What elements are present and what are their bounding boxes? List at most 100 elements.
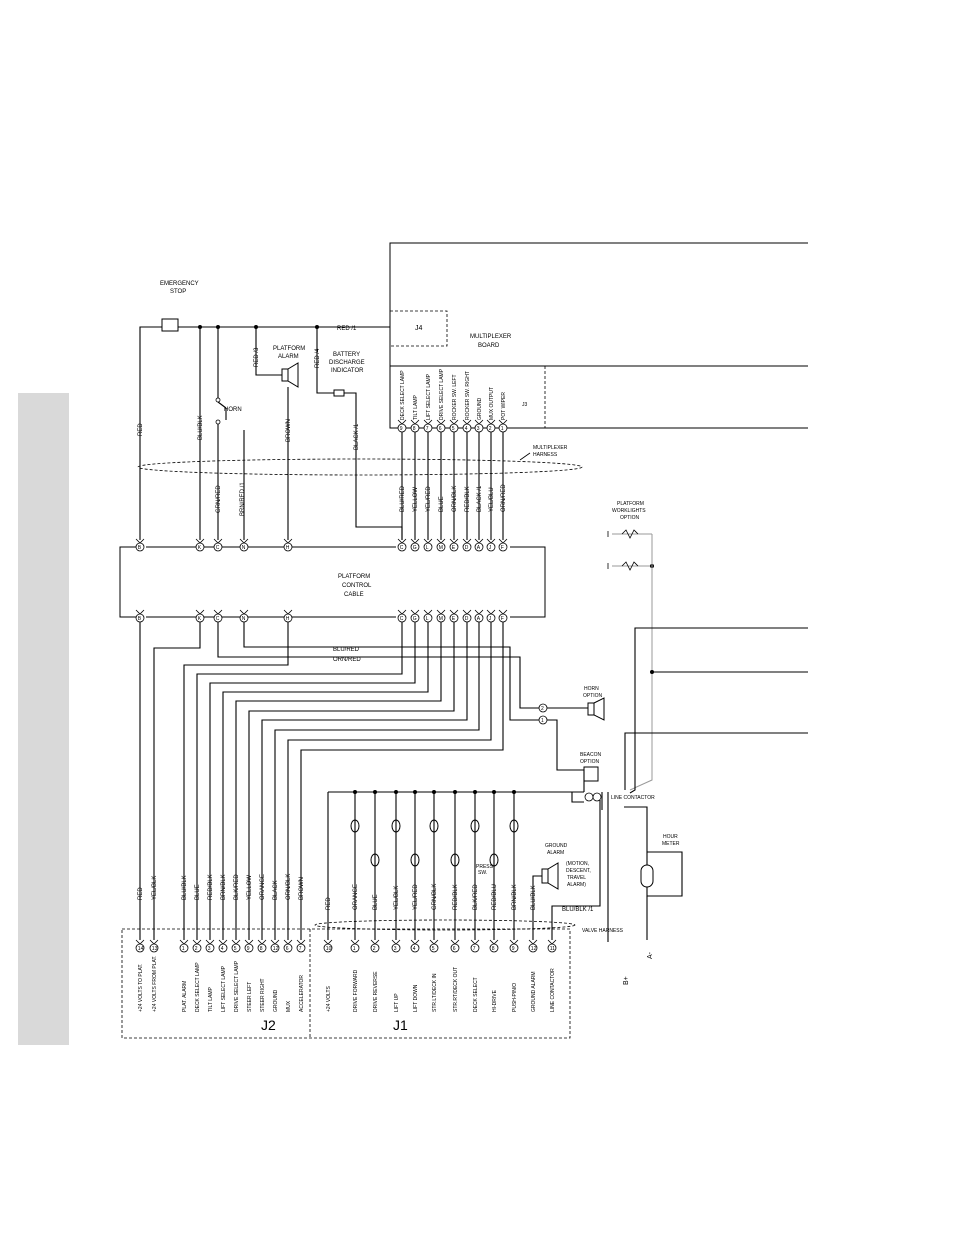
- cable-pin-top-B: [135, 542, 145, 552]
- j1-pin-3: [391, 943, 401, 953]
- j2-wire-1: YEL/BLK: [152, 876, 158, 900]
- j3-signal-4: ROCKER SW. LEFT: [452, 374, 458, 420]
- cable-pin-top-A: [474, 542, 484, 552]
- j2-pin-9-label: 12: [273, 946, 279, 952]
- j1-signal-5: STR.LT/DECK IN: [432, 973, 438, 1012]
- wire-grn-red: GRN/RED: [216, 485, 222, 513]
- cable-wire-orn-red: ORN/RED: [333, 657, 361, 663]
- j1-pin-1: [350, 943, 360, 953]
- j2-wire-3: BLUE: [195, 884, 201, 900]
- cable-pin-top-J-label: J: [489, 545, 492, 551]
- j1-signal-2: DRIVE REVERSE: [373, 971, 379, 1012]
- cable-pin-top-C: [397, 542, 407, 552]
- b-plus-label: B+: [623, 976, 630, 985]
- cable-pin-bottom-K-label: K: [198, 616, 202, 622]
- j1-wire-4: YEL/RED: [413, 884, 419, 910]
- j1-signal-1: DRIVE FORWARD: [353, 969, 359, 1012]
- j2-pin-5: [218, 943, 228, 953]
- valve-coil-9: [509, 819, 519, 833]
- harness-wire-0: BLU/RED: [400, 485, 406, 512]
- valve-harness-bundle: [314, 919, 576, 931]
- hour-meter-label-2: METER: [662, 841, 680, 847]
- j1-signal-6: STR.RT/DECK OUT: [453, 967, 459, 1012]
- j1-pin-9: [509, 943, 519, 953]
- cable-pin-bottom-C-label: C: [216, 616, 220, 622]
- battery-label-2: DISCHARGE: [329, 360, 365, 366]
- j2-pin-7: [244, 943, 254, 953]
- j1-pin-10: [528, 943, 538, 953]
- j3-pin-7-label: 2: [489, 426, 492, 432]
- cable-pin-top-F-label: F: [501, 545, 504, 551]
- harness-wire-1: YELLOW: [413, 487, 419, 512]
- cable-pin-top-E: [449, 542, 459, 552]
- j2-pin-7-label: 9: [247, 946, 250, 952]
- j2-signal-1: +24 VOLTS FROM PLAT.: [152, 956, 158, 1012]
- wire-black-1-top: BLACK /1: [354, 423, 360, 450]
- cable-pin-top-K: [195, 542, 205, 552]
- j1-pin-8-label: 8: [492, 946, 495, 952]
- j2-pin-11: [296, 943, 306, 953]
- j1-wire-1: ORANGE: [353, 884, 359, 910]
- j1-pin-2: [370, 943, 380, 953]
- wire-red-1: RED /1: [337, 326, 357, 332]
- valve-coil-8: [489, 853, 499, 867]
- valve-coil-7: [470, 819, 480, 833]
- horn-switch-label: HORN: [224, 407, 242, 413]
- j1-wire-8: RED/BLU: [492, 884, 498, 910]
- j1-pin-4-label: 4: [413, 946, 416, 952]
- j1-wire-5: GRN/BLK: [432, 884, 438, 910]
- cable-pin-bottom-B-label: B: [138, 616, 142, 622]
- j2-pin-8: [257, 943, 267, 953]
- j1-signal-0: +24 VOLTS: [326, 985, 332, 1012]
- horn-option-icon: [587, 702, 595, 716]
- cable-pin-bottom-M-label: M: [439, 616, 443, 622]
- j2-label: J2: [261, 1017, 276, 1033]
- j2-signal-11: ACCELERATOR: [299, 975, 305, 1012]
- j2-pin-3-label: 2: [195, 946, 198, 952]
- j2-pin-4: [205, 943, 215, 953]
- j1-pin-4: [410, 943, 420, 953]
- cable-pin-top-L-label: L: [426, 545, 429, 551]
- j3-pin-6-label: 3: [477, 426, 480, 432]
- cable-pin-top-C-label: C: [216, 545, 220, 551]
- ground-alarm-note-2: DESCENT,: [566, 868, 591, 874]
- j2-pin-0-label: 14: [138, 946, 144, 952]
- horn-option: HORN OPTION 2 1: [538, 686, 605, 792]
- j2-wire-7: YELLOW: [247, 875, 253, 900]
- j2-pin-1-label: 13: [152, 946, 158, 952]
- j2-signal-0: +24 VOLTS TO PLAT.: [138, 964, 144, 1012]
- j1-wire-7: BLK/RED: [473, 884, 479, 910]
- battery-label-1: BATTERY: [333, 352, 360, 358]
- j2-wire-0: RED: [138, 887, 144, 900]
- beacon-label-2: OPTION: [580, 759, 600, 765]
- wire-brown-top: BROWN: [286, 419, 292, 442]
- j1-pin-0: [323, 943, 333, 953]
- harness-wire-6: BLACK /1: [477, 485, 483, 512]
- multiplexer-board: J4 MULTIPLEXER BOARD J3: [389, 242, 808, 429]
- j1-wire-2: BLUE: [373, 894, 379, 910]
- j2-signal-3: DECK SELECT LAMP: [195, 962, 201, 1012]
- j2-pin-8-label: 8: [260, 946, 263, 952]
- j3-pin-2-label: 7: [426, 426, 429, 432]
- horn-option-label-2: OPTION: [583, 693, 603, 699]
- wire-red-left: RED: [138, 423, 144, 436]
- j2-pin-2-label: 1: [182, 946, 185, 952]
- cable-pin-top-J: [486, 542, 496, 552]
- j1-signal-8: HI-DRIVE: [492, 989, 498, 1012]
- cable-pin-bottom-H-label: H: [286, 616, 290, 622]
- cable-pin-bottom-L-label: L: [426, 616, 429, 622]
- j1-wire-9: BRN/BLK: [512, 884, 518, 910]
- j2-wire-2: BLU/BLK: [182, 875, 188, 900]
- cable-wire-blu-red: BLU/RED: [333, 647, 360, 653]
- beacon-option: BEACON OPTION LINE CONTACTOR: [328, 752, 655, 810]
- j1-pin-10-label: 12: [531, 946, 537, 952]
- harness-wire-5: RED/BLK: [465, 486, 471, 512]
- j2-j1-connectors: J2 J1: [121, 928, 571, 1039]
- j2-signal-5: LIFT SELECT LAMP: [221, 965, 227, 1012]
- cable-pin-top-M-label: M: [439, 545, 443, 551]
- cable-pin-bottom-E-label: E: [452, 616, 456, 622]
- emergency-stop-circuit: EMERGENCY STOP RED /1 RED BLU/BLK HORN G…: [138, 281, 403, 540]
- j2-pin-10: [283, 943, 293, 953]
- battery-label-3: INDICATOR: [331, 368, 364, 374]
